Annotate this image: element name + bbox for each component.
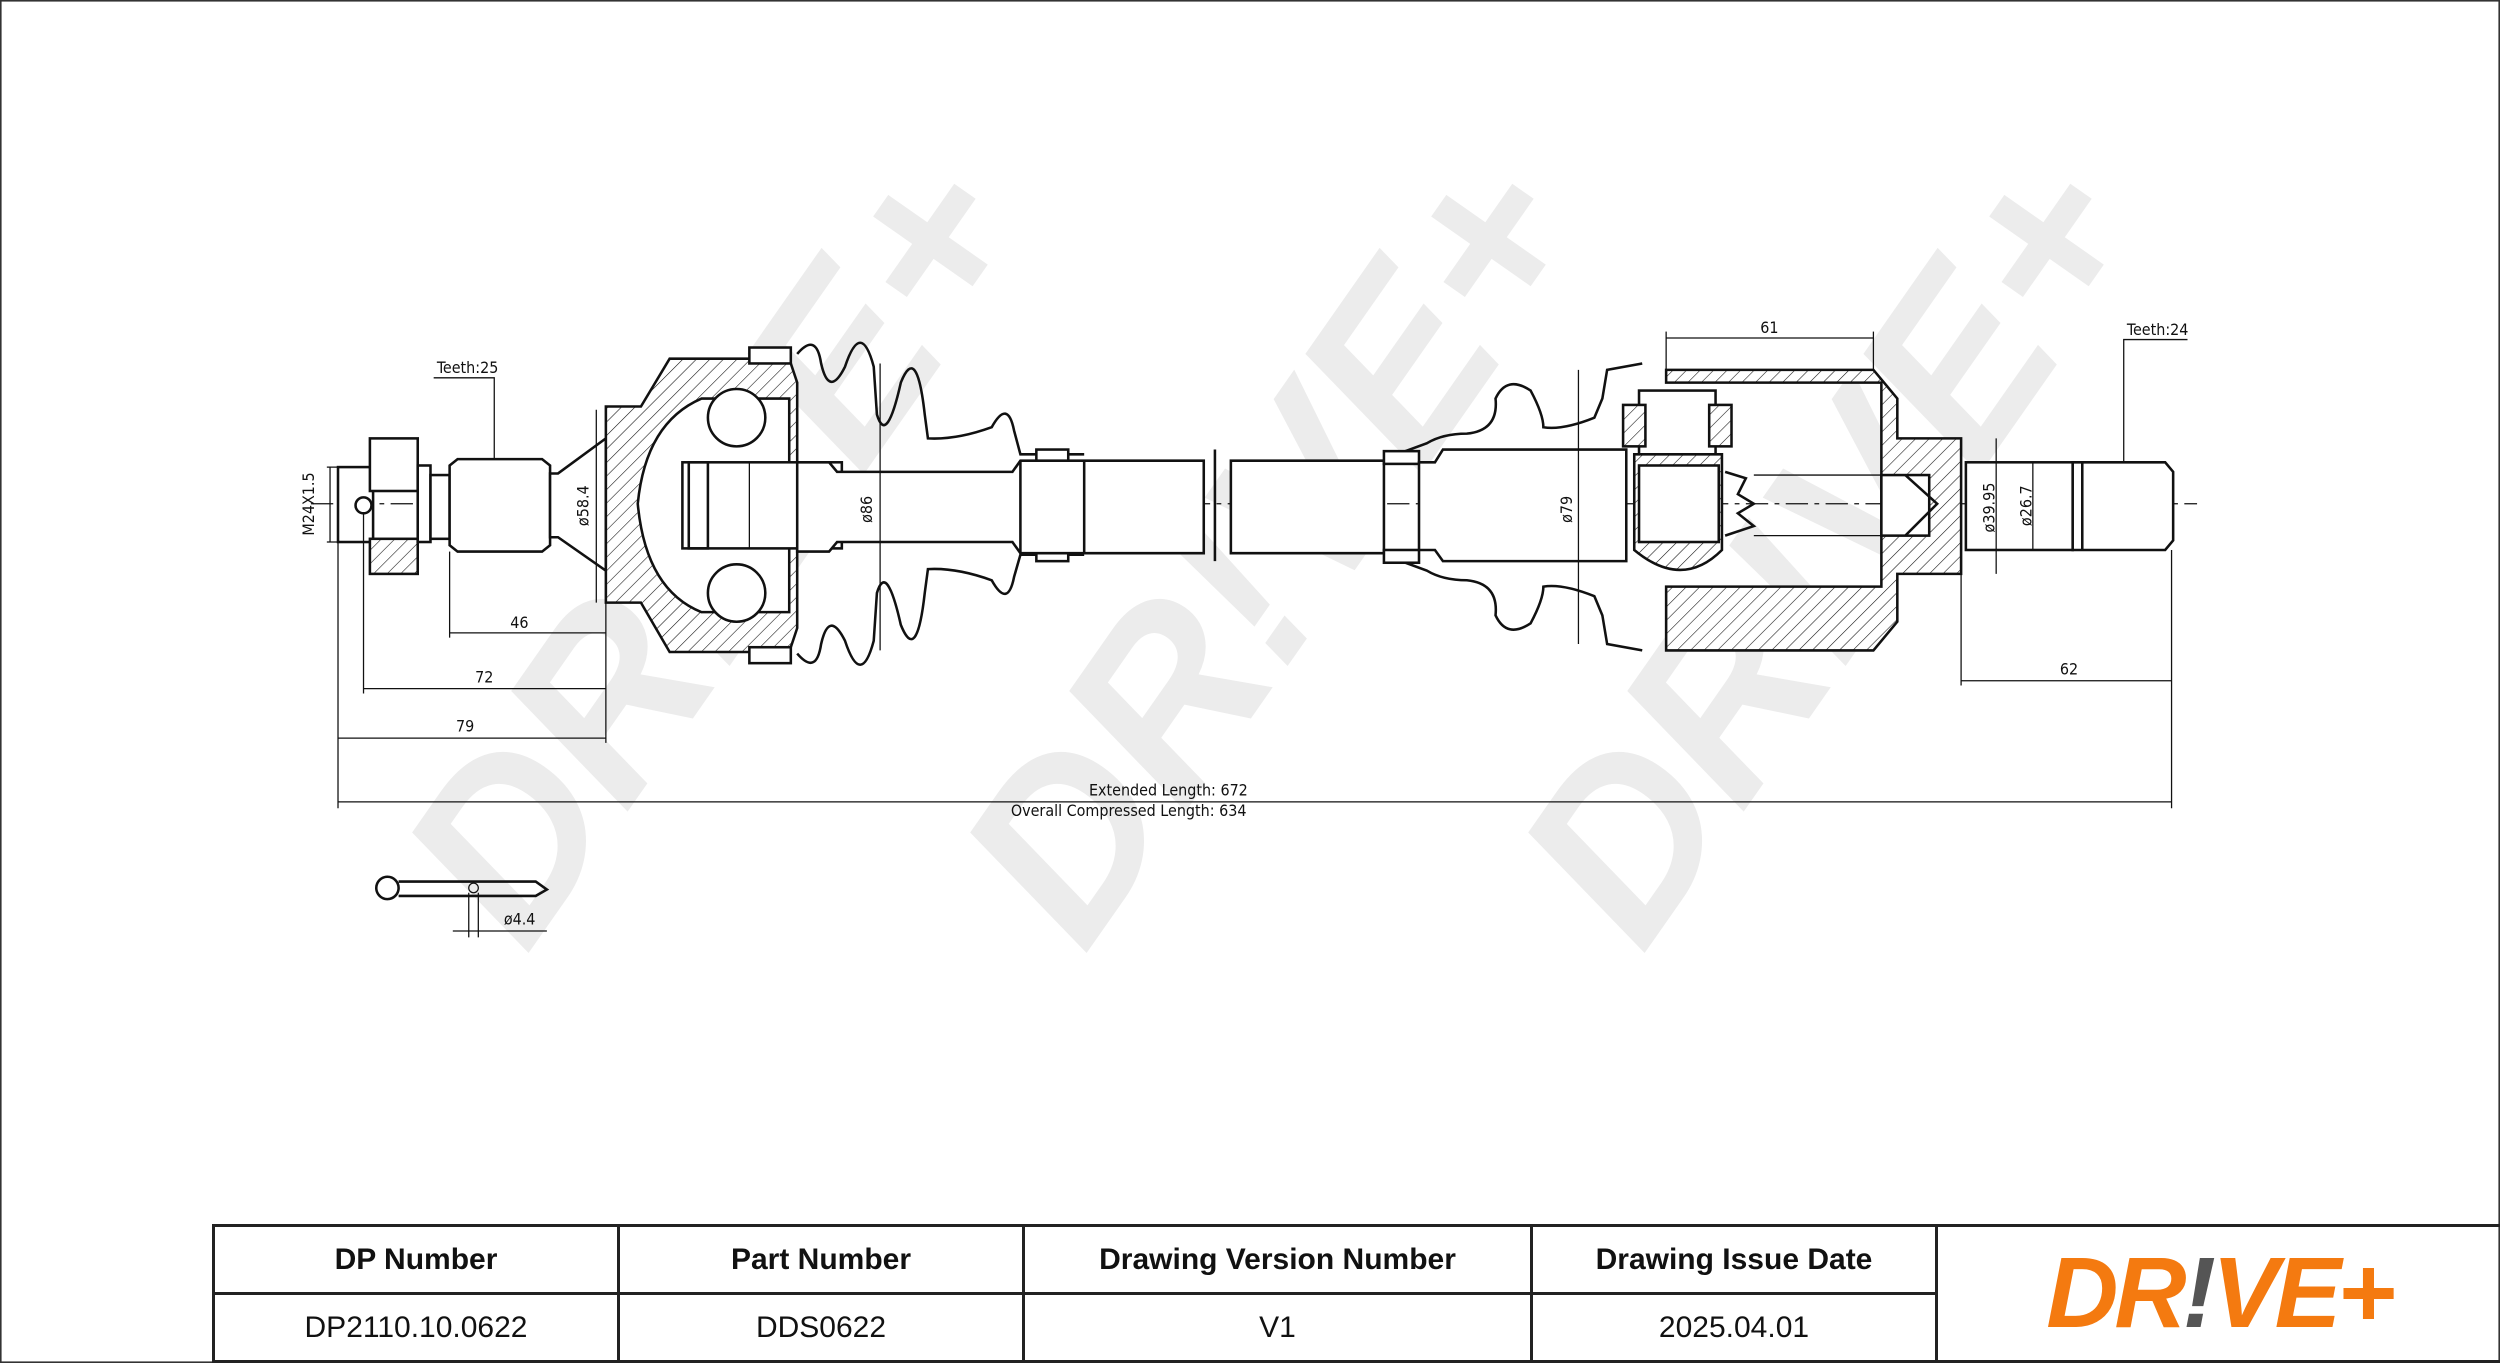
svg-text:62: 62	[2060, 659, 2078, 678]
drawing-version-value: V1	[1022, 1292, 1533, 1363]
svg-text:79: 79	[456, 717, 474, 736]
shaft	[795, 449, 1386, 562]
header-drawing-version: Drawing Version Number	[1022, 1224, 1533, 1295]
dimensions: M24X1.5 Teeth:25 ø58.4 ø86 46 72 79 Exte…	[299, 318, 2188, 820]
svg-text:ø79: ø79	[1557, 496, 1576, 523]
dp-number-value: DP2110.10.0622	[212, 1292, 620, 1363]
part-number-value: DDS0622	[617, 1292, 1025, 1363]
title-block: DP Number Part Number Drawing Version Nu…	[212, 1224, 2500, 1363]
header-dp-number: DP Number	[212, 1224, 620, 1295]
boot-clamp	[1382, 548, 1421, 565]
issue-date-value: 2025.04.01	[1530, 1292, 1938, 1363]
svg-text:Teeth:25: Teeth:25	[436, 358, 498, 377]
svg-text:ø86: ø86	[857, 496, 876, 523]
drive-logo: DR!VE+	[1935, 1224, 2500, 1363]
header-issue-date: Drawing Issue Date	[1530, 1224, 1938, 1295]
cotter-pin: ø4.4	[375, 875, 550, 938]
svg-text:Teeth:24: Teeth:24	[2126, 320, 2188, 339]
boot-clamp	[1382, 449, 1421, 466]
svg-text:ø26.7: ø26.7	[2016, 485, 2035, 526]
inner-boot	[1383, 362, 1643, 652]
svg-text:M24X1.5: M24X1.5	[299, 472, 318, 535]
outer-boot	[796, 341, 1085, 666]
svg-text:ø39.95: ø39.95	[1980, 483, 1999, 533]
header-part-number: Part Number	[617, 1224, 1025, 1295]
svg-text:ø4.4: ø4.4	[504, 910, 536, 929]
svg-text:61: 61	[1760, 318, 1778, 337]
svg-text:ø58.4: ø58.4	[573, 485, 592, 526]
svg-text:46: 46	[510, 613, 528, 632]
svg-text:72: 72	[475, 667, 493, 686]
inner-tripod-joint	[1417, 368, 2175, 652]
svg-text:Extended Length: 672: Extended Length: 672	[1089, 780, 1248, 799]
svg-text:Overall Compressed Length: 6: Overall Compressed Length: 634	[1011, 801, 1247, 820]
